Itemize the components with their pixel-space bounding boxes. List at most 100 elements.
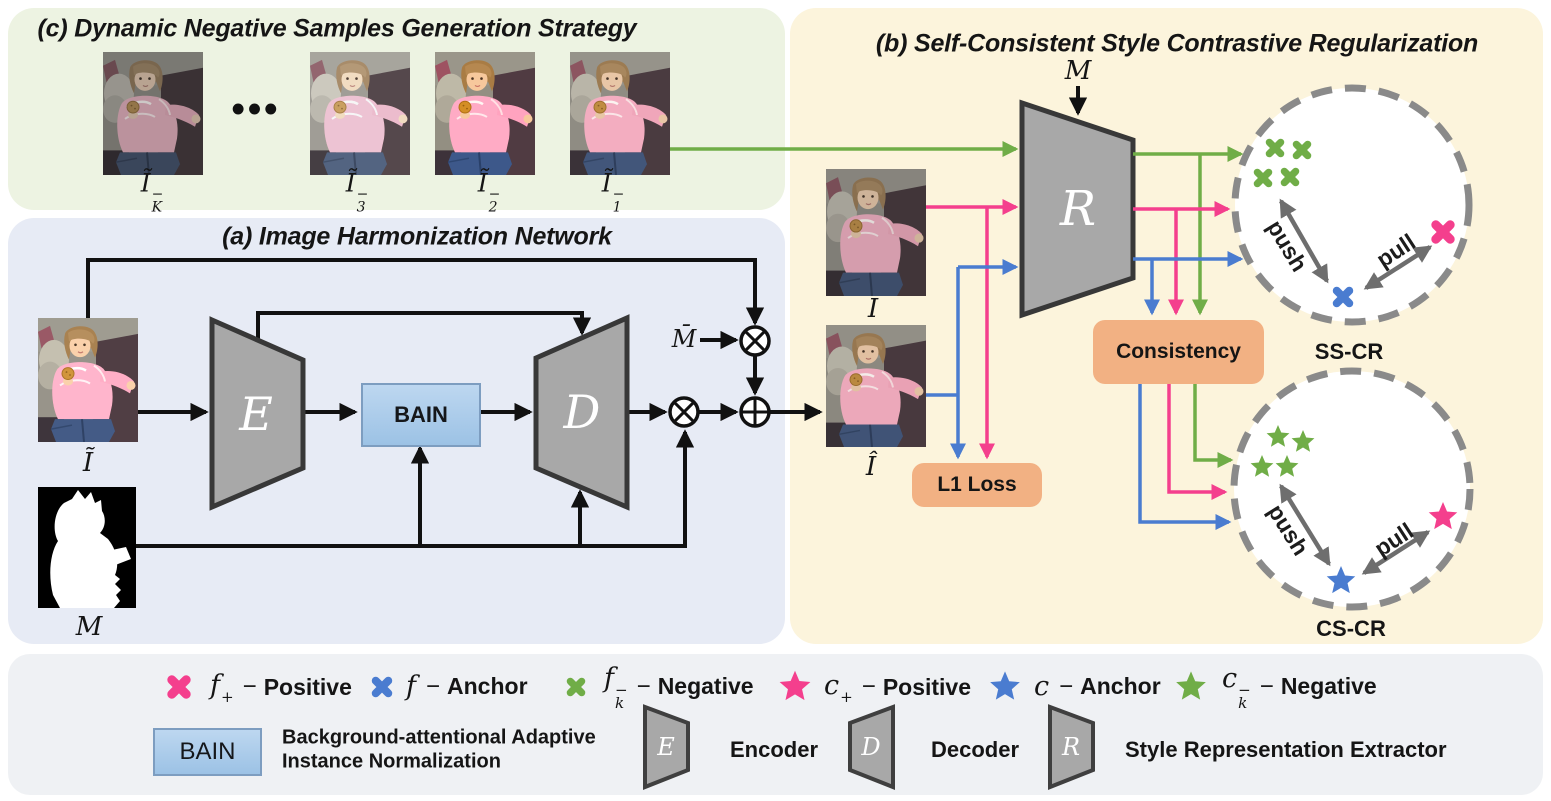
multiply-node-mask	[668, 396, 700, 428]
legend-encoder-shape	[643, 704, 690, 790]
cscr-feature-space-circle	[1230, 367, 1474, 611]
legend-negative-star-icon	[1176, 671, 1206, 700]
legend-decoder-letter: D	[861, 733, 881, 761]
consistency-box: Consistency	[1093, 320, 1264, 384]
harmonized-output-image	[826, 325, 926, 447]
negative-feature-cross	[1257, 172, 1268, 183]
legend-formula: f+	[210, 669, 234, 706]
mask-label: M	[75, 612, 103, 642]
dash: −	[242, 673, 257, 700]
negative-sample-image-k	[103, 52, 203, 175]
skip-connection-line	[256, 311, 592, 340]
legend-formula: c−k	[1222, 663, 1251, 713]
bain-desc-line1: Background-attentional Adaptive	[282, 726, 596, 749]
label-sub: 3	[356, 199, 366, 215]
legend-decoder-shape	[848, 704, 895, 790]
harmonized-image-label: Î	[865, 452, 877, 482]
sscr-pull-arrow	[1363, 245, 1433, 290]
cscr-label: CS-CR	[1316, 616, 1386, 641]
negative-sample-label-1: Ĩ−1	[602, 168, 625, 213]
negative-sample-image-3	[310, 52, 410, 175]
negative-feature-cross	[1269, 142, 1280, 153]
label-sup: −	[488, 186, 501, 203]
extractor-mask-label: M	[1064, 56, 1092, 86]
panel-c-title: (c) Dynamic Negative Samples Generation …	[37, 14, 637, 43]
legend-encoder-word: Encoder	[730, 737, 819, 763]
style-extractor-block	[1019, 99, 1136, 319]
legend-word: Negative	[1280, 673, 1377, 700]
negative-sample-label-2: Ĩ−2	[478, 168, 501, 213]
foreground-mask-image	[38, 487, 136, 608]
label-sup: −	[356, 186, 369, 203]
encoder-block	[209, 316, 306, 511]
real-image	[826, 169, 926, 296]
operator-nodes	[668, 325, 771, 428]
legend-formula: c	[1034, 671, 1050, 703]
positive-to-cscr-arrow	[1167, 383, 1228, 501]
legend-positive-cross-icon	[172, 680, 186, 694]
legend-word: Negative	[657, 673, 754, 700]
negative-sample-label-3: Ĩ−3	[346, 168, 369, 213]
push-pull-arrows	[1279, 198, 1433, 575]
composite-image-label: Ĩ	[82, 448, 94, 478]
add-node	[739, 396, 771, 428]
negative-to-cscr-arrow	[1193, 383, 1234, 469]
legend-entry-f-anchor: f−Anchor	[406, 671, 528, 703]
multiply-node-invmask	[739, 325, 771, 357]
legend-extractor-letter: R	[1061, 733, 1081, 761]
dash: −	[1059, 672, 1074, 700]
legend-word: Anchor	[447, 673, 528, 700]
legend-bain-box: BAIN	[153, 728, 262, 776]
negative-sample-image-2	[435, 52, 535, 175]
label-sup: −	[612, 186, 625, 203]
positive-path-lines	[926, 198, 1231, 501]
bain-desc-line2: Instance Normalization	[282, 750, 501, 772]
legend-word: Anchor	[1080, 673, 1161, 700]
panel-b-title: (b) Self-Consistent Style Contrastive Re…	[875, 29, 1479, 58]
decoder-block	[533, 314, 630, 511]
bain-block: BAIN	[361, 383, 481, 447]
legend-word: Positive	[263, 673, 352, 700]
label-base: Ĩ	[345, 168, 356, 198]
legend-entry-f-positive: f+−Positive	[210, 670, 352, 704]
label-sub: 2	[488, 199, 498, 215]
sscr-label: SS-CR	[1314, 339, 1384, 364]
legend-encoder-letter: E	[657, 733, 675, 761]
negative-feature-cross	[1284, 171, 1295, 182]
legend-anchor-cross-icon	[376, 681, 389, 694]
anchor-path-lines	[926, 250, 1244, 531]
encoder-letter: E	[239, 387, 273, 441]
dash: −	[861, 673, 876, 700]
label-base: Ĩ	[477, 168, 488, 198]
panel-a-title: (a) Image Harmonization Network	[222, 222, 612, 251]
label-base: Ĩ	[140, 168, 151, 198]
legend-word: Positive	[882, 673, 972, 700]
harmonization-wiring	[86, 86, 1088, 548]
extractor-letter: R	[1059, 181, 1097, 237]
cscr-push-arrow	[1279, 483, 1331, 567]
label-sub: 1	[612, 199, 622, 215]
decoder-letter: D	[563, 385, 601, 439]
negative-feature-cross	[1296, 144, 1307, 155]
anchor-to-cscr-arrow	[1138, 383, 1232, 531]
network-blocks	[209, 99, 1136, 511]
legend-entry-f-negative: f−k−Negative	[604, 663, 754, 711]
negative-path-lines	[668, 140, 1244, 469]
legend-decoder-word: Decoder	[931, 737, 1020, 763]
legend-extractor-shape	[1048, 704, 1095, 790]
legend-entry-c-negative: c−k−Negative	[1222, 663, 1377, 711]
label-base: Ĩ	[601, 168, 612, 198]
positive-feature-cross	[1436, 225, 1450, 239]
real-image-label: I	[867, 294, 879, 324]
dash: −	[636, 672, 651, 700]
legend-formula: f	[406, 671, 416, 703]
ellipsis-dots: •••	[231, 88, 281, 131]
legend-entry-c-anchor: c−Anchor	[1034, 671, 1161, 703]
legend-negative-cross-icon	[570, 681, 581, 692]
dash: −	[426, 672, 441, 700]
legend-formula: c+	[824, 669, 853, 706]
sscr-feature-space-circle	[1231, 84, 1473, 326]
